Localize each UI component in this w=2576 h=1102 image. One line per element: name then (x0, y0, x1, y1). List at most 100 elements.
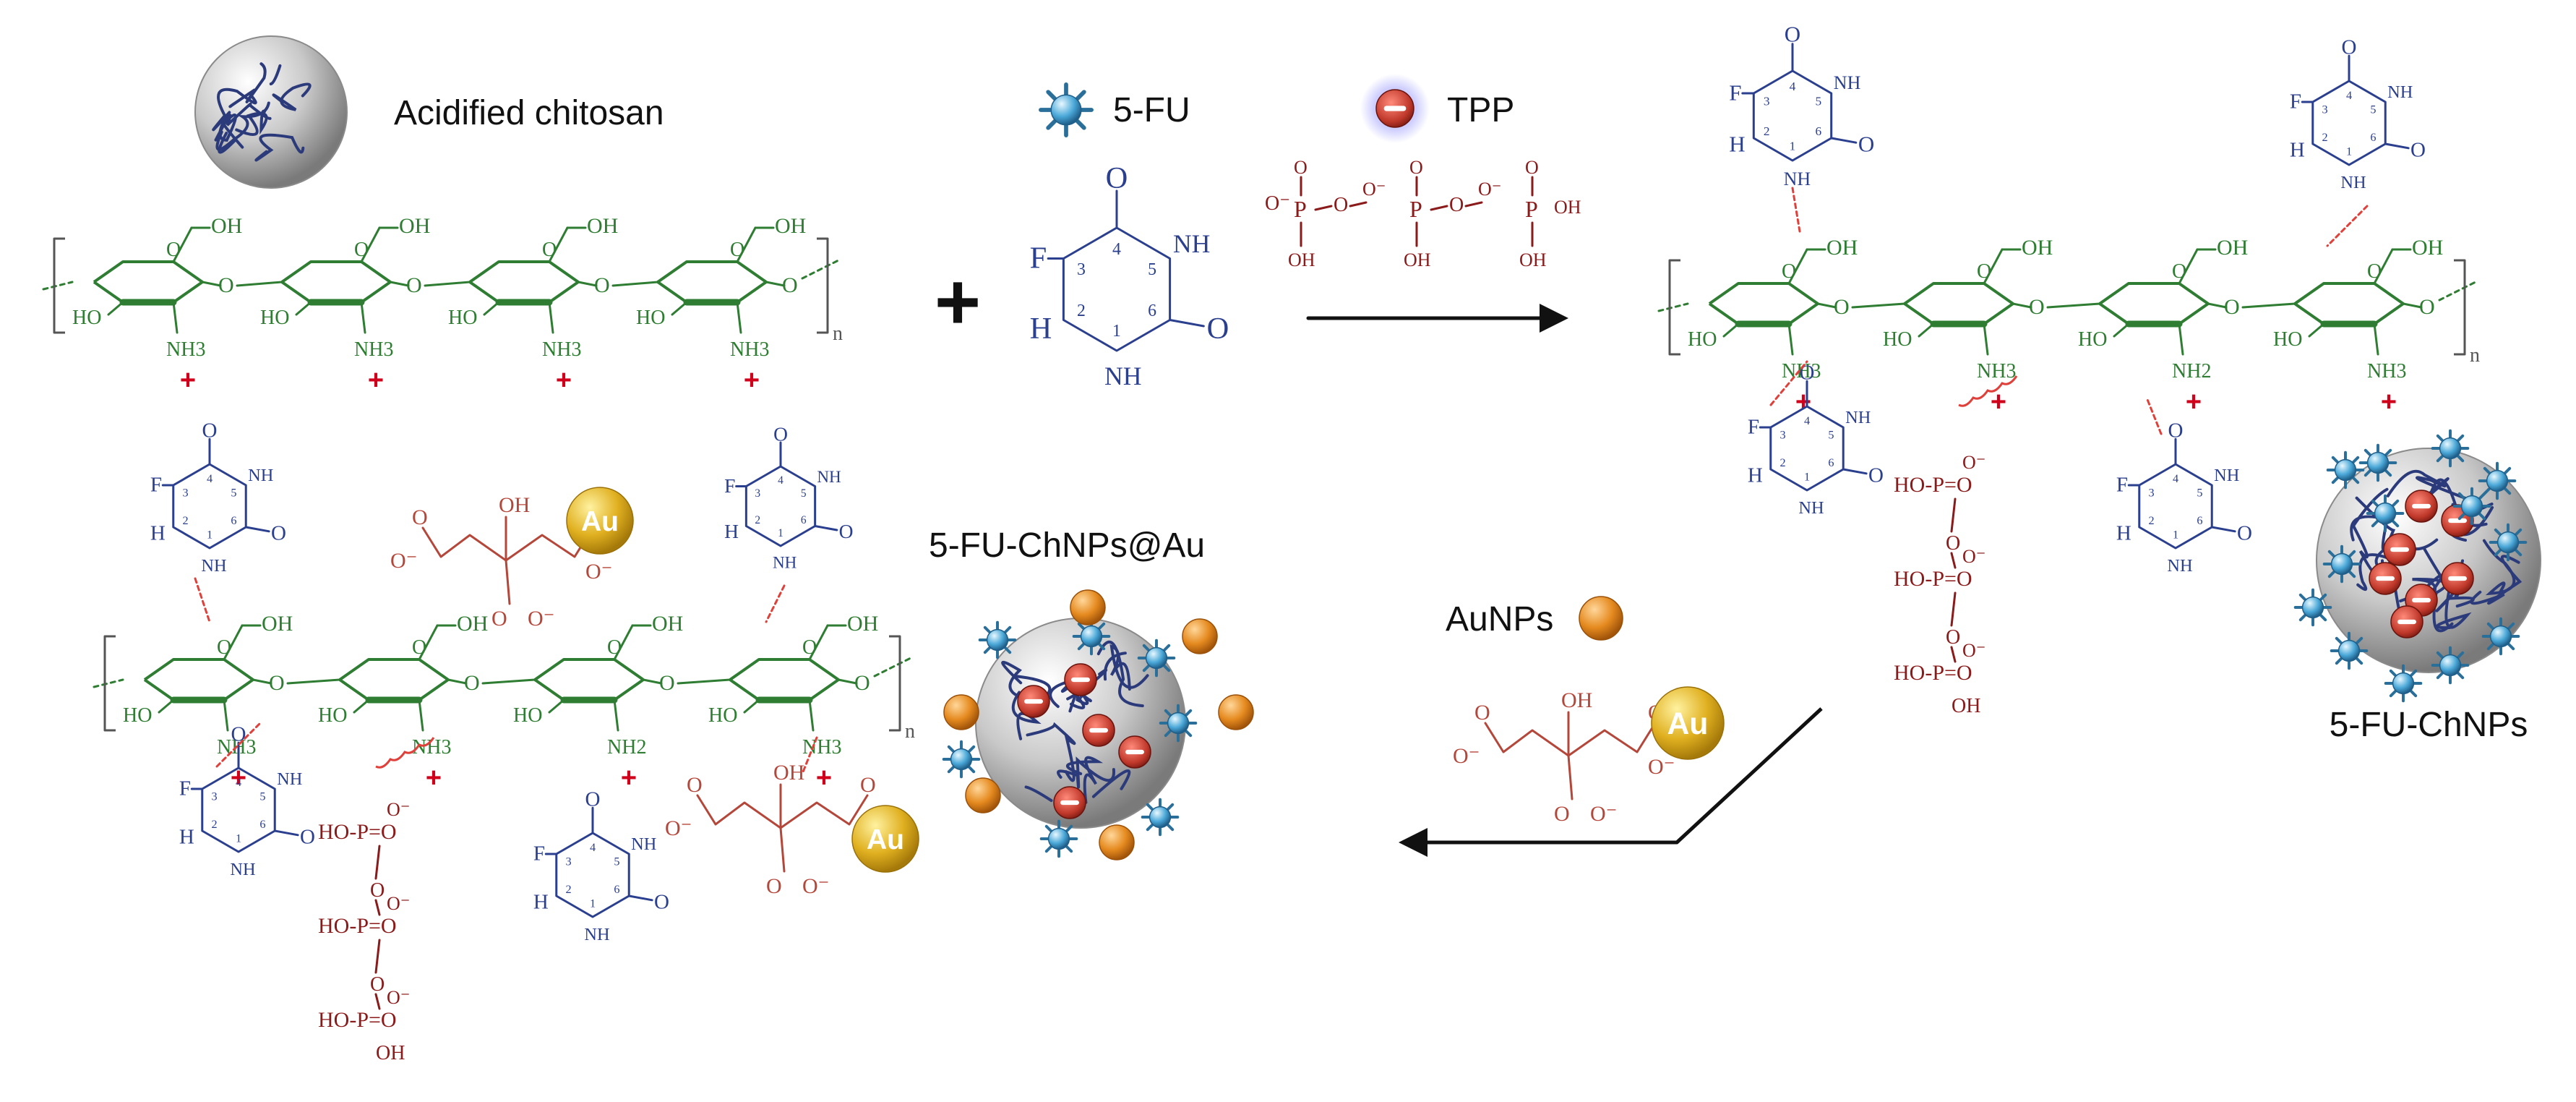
ring-number: 4 (1790, 80, 1796, 93)
ring-number: 2 (211, 818, 217, 831)
aunp-particle (1182, 618, 1218, 654)
ho-bond (548, 699, 565, 714)
ring-number: 4 (207, 472, 212, 485)
fu-drug (2452, 487, 2491, 526)
gold-ball (851, 805, 919, 873)
end-oxygen: O (2419, 295, 2435, 319)
polymer-chain (2470, 555, 2523, 605)
hydrogen: H (533, 890, 549, 913)
polymer-chain (254, 133, 305, 162)
glycosidic-oxygen: O (594, 273, 610, 297)
carbonyl-bond (273, 829, 299, 837)
phosphate-oxygen: O⁻ (387, 987, 411, 1008)
bridging-oxygen: O (1946, 532, 1960, 555)
ring-nh: NH (1784, 168, 1811, 189)
carboxyl-oxygen: O (1554, 802, 1570, 826)
ring-number: 3 (2322, 103, 2327, 116)
pyranose-ring (2098, 282, 2210, 325)
ring-nh: NH (1798, 498, 1824, 518)
amine-label: NH3 (802, 736, 841, 759)
fu-chnps-label: 5-FU-ChNPs (2330, 706, 2528, 744)
carboxyl (848, 794, 869, 826)
glycosidic-bond (2012, 302, 2032, 309)
ring-nh: NH (201, 556, 226, 576)
glycosidic-bond (2241, 302, 2296, 309)
ho-bond (353, 699, 370, 714)
gold-ball (566, 487, 634, 555)
fu-drug (2293, 588, 2332, 627)
arrow-head-2 (1399, 828, 1427, 857)
ring-number: 3 (1779, 428, 1785, 441)
ch2-bond (1983, 248, 2004, 285)
carbonyl-bond (814, 525, 838, 531)
glycosidic-bond (1851, 302, 1906, 309)
repeat-bracket-right (817, 237, 829, 334)
repeat-bracket-left (103, 635, 116, 732)
n-bond (2373, 323, 2379, 356)
carboxylate: O⁻ (665, 816, 692, 840)
oxo: O (1294, 157, 1308, 178)
fluorine: F (179, 777, 191, 800)
sphere-body (194, 35, 348, 189)
fluorine: F (2290, 90, 2301, 114)
carbonyl-bond (1842, 468, 1868, 475)
hydroxyl-label: OH (262, 612, 293, 636)
carbonyl-oxygen: O (1785, 22, 1800, 47)
citrate-oh: OH (773, 761, 804, 785)
glycosidic-bond (201, 281, 222, 287)
hydroxyl-label: OH (847, 612, 878, 636)
fu-core (1145, 646, 1168, 670)
hydroxyl-label: OH (652, 612, 683, 636)
charge-plus: + (1991, 387, 2006, 417)
amine-label: NH3 (354, 338, 393, 361)
ring-nh: NH (2387, 82, 2413, 102)
tpp-anion (1053, 786, 1086, 819)
fu-drug (2481, 617, 2520, 656)
carboxyl-oxygen: O (766, 874, 782, 898)
fu-core (950, 748, 973, 771)
charge-plus: + (621, 763, 637, 793)
fu-drug (1137, 638, 1176, 678)
chain-end (93, 678, 124, 688)
ring-oxygen: O (412, 636, 426, 659)
hydroxyl-label: OH (399, 214, 430, 238)
carbonyl-oxygen: O (585, 787, 601, 811)
pyranose-ring (143, 658, 254, 701)
ring-nh: NH (2214, 466, 2239, 485)
ring-number: 6 (2197, 514, 2202, 527)
oxo: O (1525, 157, 1539, 178)
glycosidic-bond (642, 678, 663, 685)
aunp-legend-icon (1579, 596, 1623, 641)
fu-core (1080, 625, 1103, 648)
pyranose-ring (1708, 282, 1819, 325)
po-bond (374, 993, 381, 1010)
ring-number: 5 (231, 486, 236, 499)
carbonyl-oxygen: O (1207, 312, 1229, 346)
p-o-bond (1464, 201, 1483, 208)
glycosidic-oxygen: O (406, 273, 422, 297)
ho-bond (2113, 323, 2130, 338)
n-bond (2178, 323, 2184, 356)
ho-bond (295, 301, 312, 316)
fu-core (2334, 458, 2357, 482)
charge-plus: + (744, 365, 760, 396)
p-o-bond (1314, 205, 1333, 211)
ring-number: 6 (614, 883, 619, 896)
ring-number: 2 (1779, 456, 1785, 469)
phosphorus: P (1409, 196, 1422, 222)
carboxylate: O⁻ (1590, 802, 1618, 826)
ring-number: 6 (1828, 456, 1834, 469)
ring-number: 1 (1804, 470, 1810, 483)
po-bond (1950, 591, 1957, 627)
hydroxyl-label: OH (211, 214, 242, 238)
fu-drug (1072, 617, 1111, 656)
tpp-anion (2369, 562, 2402, 595)
ring-number: 5 (1148, 260, 1156, 279)
bridge-oxygen: O (1334, 194, 1348, 216)
